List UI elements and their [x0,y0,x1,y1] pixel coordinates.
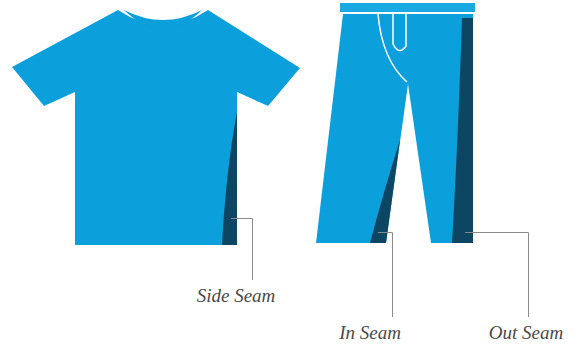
pants [316,3,475,243]
leader-line [231,219,253,281]
in-seam-mark [370,140,400,243]
seam-label: In Seam [339,322,401,344]
pants-waistband [340,3,475,12]
pants-body [316,14,473,243]
seam-label: Out Seam [489,322,563,344]
leader-line [465,233,529,318]
leader-line [378,233,393,318]
leader-lines [231,219,529,318]
pants-fly [393,14,406,51]
seam-label: Side Seam [197,285,276,307]
out-seam-mark [452,18,473,243]
t-shirt-collar [124,10,202,29]
t-shirt-body [12,10,300,245]
pants-front-line [378,14,407,82]
side-seam-mark [222,112,237,245]
t-shirt [12,10,300,245]
